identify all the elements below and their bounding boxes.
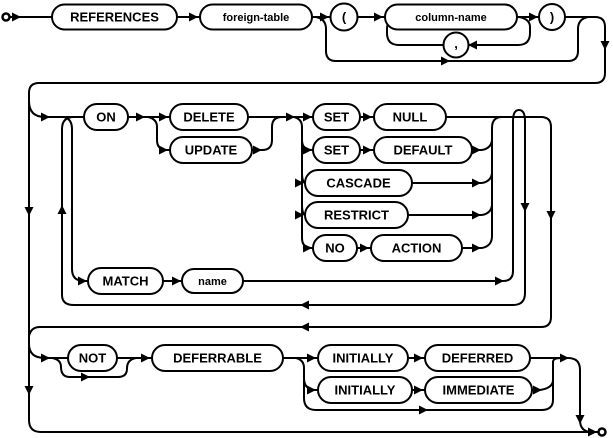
node-name-label: name <box>198 276 227 288</box>
node-restrict: RESTRICT <box>304 201 409 229</box>
node-set-null-set: SET <box>312 103 361 131</box>
node-null: NULL <box>373 103 447 131</box>
node-comma-label: , <box>454 36 458 51</box>
node-not-label: NOT <box>79 351 107 366</box>
start-terminal <box>1 12 11 22</box>
node-delete: DELETE <box>169 103 249 131</box>
node-close-paren-label: ) <box>550 10 554 25</box>
node-initially-b-label: INITIALLY <box>335 383 396 398</box>
node-restrict-label: RESTRICT <box>324 208 389 223</box>
node-immediate-label: IMMEDIATE <box>443 383 515 398</box>
node-cascade-label: CASCADE <box>326 176 391 191</box>
node-open-paren-label: ( <box>342 10 347 25</box>
node-on-label: ON <box>96 110 116 125</box>
node-initially-immediate: INITIALLY <box>317 376 413 404</box>
node-references-label: REFERENCES <box>70 10 159 25</box>
node-deferrable-label: DEFERRABLE <box>173 351 262 366</box>
node-open-paren: ( <box>329 2 359 32</box>
node-match: MATCH <box>87 267 164 295</box>
node-references: REFERENCES <box>51 3 178 31</box>
node-null-label: NULL <box>393 110 428 125</box>
node-column-name: column-name <box>384 3 518 31</box>
node-deferrable: DEFERRABLE <box>151 344 284 372</box>
node-match-label: MATCH <box>103 274 149 289</box>
node-foreign-table: foreign-table <box>199 3 313 31</box>
arrowheads <box>12 12 610 437</box>
node-not: NOT <box>67 344 118 372</box>
node-set-b-label: SET <box>324 143 349 158</box>
node-action: ACTION <box>370 234 463 262</box>
node-column-name-label: column-name <box>415 12 487 24</box>
node-foreign-table-label: foreign-table <box>223 12 290 24</box>
node-name: name <box>181 268 244 294</box>
node-delete-label: DELETE <box>183 110 235 125</box>
node-close-paren: ) <box>538 3 566 31</box>
node-default: DEFAULT <box>373 136 473 164</box>
node-cascade: CASCADE <box>304 169 413 197</box>
node-initially-a-label: INITIALLY <box>333 351 394 366</box>
node-update: UPDATE <box>169 136 253 164</box>
node-action-label: ACTION <box>392 241 442 256</box>
node-initially-deferred: INITIALLY <box>317 344 409 372</box>
node-default-label: DEFAULT <box>394 143 453 158</box>
node-deferred-label: DEFERRED <box>442 351 514 366</box>
end-terminal <box>597 427 607 437</box>
node-immediate: IMMEDIATE <box>424 376 533 404</box>
node-no: NO <box>312 234 358 262</box>
node-set-a-label: SET <box>324 110 349 125</box>
node-set-default-set: SET <box>312 136 361 164</box>
node-deferred: DEFERRED <box>424 344 531 372</box>
node-on: ON <box>83 103 129 131</box>
node-comma: , <box>442 31 470 59</box>
node-no-label: NO <box>325 241 345 256</box>
node-update-label: UPDATE <box>185 143 238 158</box>
